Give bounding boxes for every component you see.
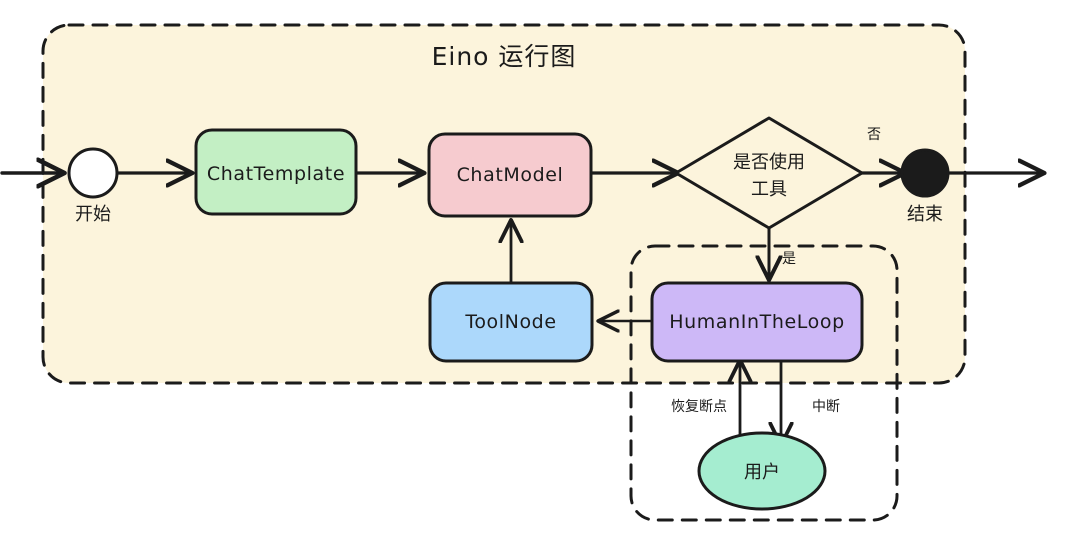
edge-label-resume: 恢复断点 — [671, 398, 727, 415]
node-chat-template[interactable]: ChatTemplate — [194, 128, 358, 216]
edge-hitl-user: 中断 — [781, 359, 840, 443]
node-use-tools-line1: 是否使用 — [733, 152, 805, 173]
node-use-tools-decision[interactable]: 是否使用 工具 — [674, 116, 864, 230]
node-human-in-the-loop[interactable]: HumanInTheLoop — [650, 281, 864, 363]
edge-label-no: 否 — [867, 127, 881, 143]
node-end-label: 结束 — [907, 204, 943, 225]
edge-user-hitl: 恢复断点 — [671, 362, 740, 445]
node-start-label: 开始 — [75, 204, 111, 225]
node-chat-template-label: ChatTemplate — [207, 163, 345, 185]
edge-decision-end: 否 — [860, 127, 903, 173]
container-human-interaction — [629, 244, 899, 522]
edge-label-yes: 是 — [782, 251, 796, 267]
node-tool-node[interactable]: ToolNode — [428, 281, 594, 363]
node-user-label: 用户 — [744, 462, 780, 483]
node-user[interactable]: 用户 — [697, 431, 827, 511]
edge-label-interrupt: 中断 — [812, 399, 840, 415]
node-use-tools-line2: 工具 — [751, 179, 787, 200]
node-human-in-the-loop-label: HumanInTheLoop — [669, 311, 844, 333]
node-end[interactable]: 结束 — [900, 148, 950, 225]
node-start[interactable]: 开始 — [67, 147, 119, 225]
node-chat-model-label: ChatModel — [457, 164, 564, 186]
node-tool-node-label: ToolNode — [464, 311, 556, 333]
diagram-title: Eino 运行图 — [432, 42, 577, 71]
node-chat-model[interactable]: ChatModel — [427, 132, 593, 218]
